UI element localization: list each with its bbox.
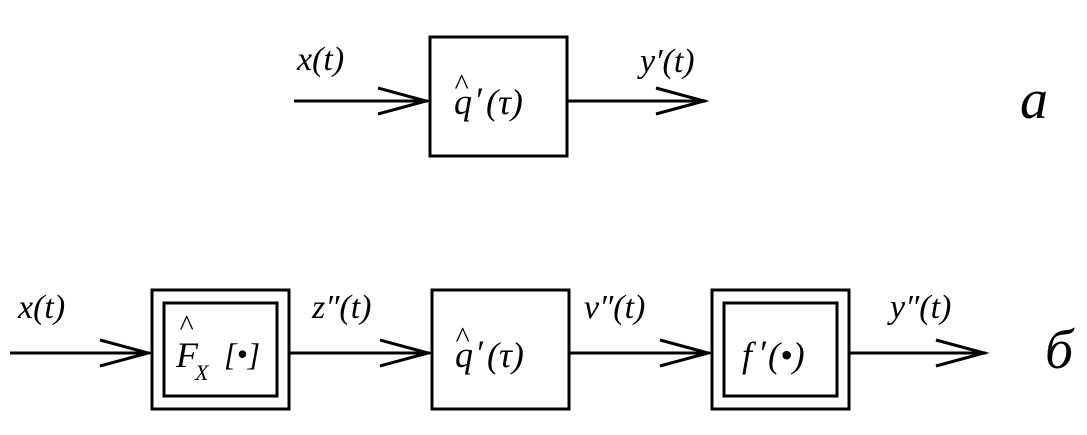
block-q-a	[428, 35, 569, 158]
input-arrow-a	[294, 86, 432, 116]
block-q-a-label: ^ q ′ (τ)	[454, 68, 523, 122]
block-f-symbol: f	[742, 335, 757, 375]
block-fx-argument: [•]	[224, 336, 260, 372]
block-f-inner-frame	[722, 301, 839, 398]
block-fx-hat: ^	[179, 309, 194, 342]
panel-label-a: а	[1020, 69, 1048, 131]
panel-label-b: б	[1045, 319, 1075, 381]
input-arrow-b	[10, 338, 154, 368]
block-fx-subscript: X	[194, 360, 210, 385]
block-f-label: f ′ (•)	[742, 333, 805, 375]
diagram-part-b: x(t) ^ F X [•] z″(t) ^ q ′ (τ) v″(t)	[10, 288, 1075, 411]
block-q-b-hat: ^	[455, 321, 470, 354]
signal-label-z: z″(t)	[311, 289, 371, 326]
block-q-a-argument: (τ)	[486, 82, 523, 122]
block-q-b-label: ^ q ′ (τ)	[455, 321, 524, 375]
output-arrow-a	[567, 86, 710, 116]
signal-arrow-v	[569, 338, 714, 368]
block-f-argument: (•)	[768, 335, 805, 375]
block-q-b	[430, 288, 571, 411]
block-q-b-argument: (τ)	[487, 335, 524, 375]
output-signal-label-b: y″(t)	[887, 289, 951, 326]
diagram-part-a: x(t) ^ q ′ (τ) y′(t) а	[294, 35, 1048, 158]
block-q-a-symbol: q	[454, 82, 472, 122]
block-f-outer-frame	[710, 288, 851, 411]
input-signal-label-a: x(t)	[296, 41, 344, 78]
block-q-a-hat: ^	[454, 68, 469, 101]
output-arrow-b	[849, 338, 990, 368]
block-q-b-symbol: q	[455, 335, 473, 375]
block-q-b-prime: ′	[475, 333, 484, 373]
block-q-a-prime: ′	[474, 80, 483, 120]
block-fx-inner-frame	[162, 301, 279, 398]
signal-label-v: v″(t)	[584, 289, 645, 326]
output-signal-label-a: y′(t)	[637, 43, 695, 80]
input-signal-label-b: x(t)	[17, 289, 65, 326]
block-fx-label: ^ F X [•]	[175, 309, 260, 385]
block-fx-symbol: F	[175, 335, 199, 375]
signal-arrow-z	[289, 338, 434, 368]
block-fx-outer-frame	[150, 288, 291, 411]
block-f-prime: ′	[758, 333, 767, 373]
